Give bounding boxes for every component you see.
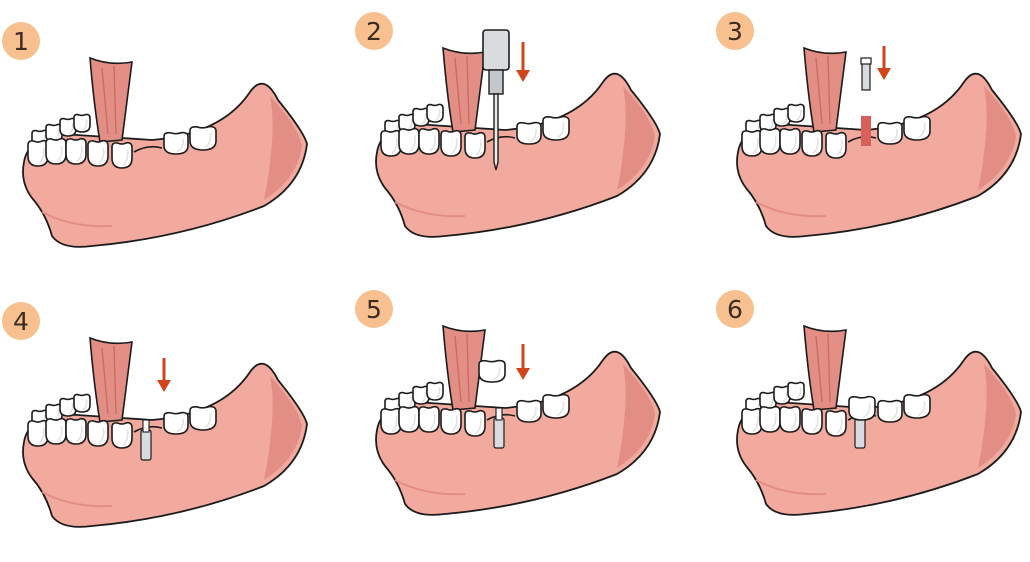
molar-2 xyxy=(399,407,419,432)
back-tooth-4 xyxy=(788,104,804,122)
step-number-badge: 4 xyxy=(2,302,40,340)
molar-4 xyxy=(88,141,108,166)
drilled-socket xyxy=(861,116,871,146)
ramus xyxy=(804,48,846,132)
back-tooth-4 xyxy=(427,104,443,122)
molar-2 xyxy=(760,407,780,432)
molar-1 xyxy=(381,131,401,156)
molar-1 xyxy=(381,409,401,434)
premolar-1 xyxy=(878,401,902,422)
molar-2 xyxy=(46,419,66,444)
back-tooth-4 xyxy=(788,382,804,400)
molar-1 xyxy=(742,409,762,434)
down-arrow-icon xyxy=(157,358,171,392)
molar-5 xyxy=(465,411,485,436)
molar-3 xyxy=(419,407,439,432)
step-panel-1: 1 xyxy=(2,22,342,282)
jaw-illustration xyxy=(716,290,1030,530)
premolar-1 xyxy=(878,123,902,144)
premolar-2 xyxy=(904,395,930,418)
crown xyxy=(479,361,505,382)
ramus xyxy=(90,58,132,142)
molar-4 xyxy=(802,409,822,434)
ramus xyxy=(90,338,132,422)
step-panel-5: 5 xyxy=(355,290,695,550)
step-number-badge: 6 xyxy=(716,290,754,328)
abutment xyxy=(143,420,149,432)
premolar-1 xyxy=(164,133,188,154)
molar-5 xyxy=(826,411,846,436)
implant-screw xyxy=(861,58,871,90)
jaw-illustration xyxy=(2,302,322,542)
down-arrow-icon xyxy=(516,42,530,82)
molar-3 xyxy=(66,419,86,444)
step-number-badge: 2 xyxy=(355,12,393,50)
molar-3 xyxy=(419,129,439,154)
molar-4 xyxy=(802,131,822,156)
ramus xyxy=(443,48,485,132)
implant-post xyxy=(855,418,865,448)
premolar-2 xyxy=(190,127,216,150)
molar-4 xyxy=(441,409,461,434)
molar-1 xyxy=(742,131,762,156)
step-panel-3: 3 xyxy=(716,12,1030,272)
implant-post xyxy=(141,430,151,460)
premolar-2 xyxy=(904,117,930,140)
premolar-2 xyxy=(543,117,569,140)
premolar-1 xyxy=(517,123,541,144)
molar-4 xyxy=(441,131,461,156)
molar-2 xyxy=(399,129,419,154)
step-number-badge: 3 xyxy=(716,12,754,50)
step-panel-2: 2 xyxy=(355,12,695,272)
jaw-illustration xyxy=(2,22,322,262)
premolar-1 xyxy=(164,413,188,434)
abutment xyxy=(496,408,502,420)
molar-3 xyxy=(780,129,800,154)
back-tooth-4 xyxy=(427,382,443,400)
molar-5 xyxy=(112,143,132,168)
crown-placed xyxy=(849,397,875,420)
premolar-1 xyxy=(517,401,541,422)
molar-3 xyxy=(66,139,86,164)
step-panel-6: 6 xyxy=(716,290,1030,550)
down-arrow-icon xyxy=(877,46,891,80)
step-number-badge: 5 xyxy=(355,290,393,328)
back-tooth-4 xyxy=(74,394,90,412)
premolar-2 xyxy=(543,395,569,418)
step-number-badge: 1 xyxy=(2,22,40,60)
molar-5 xyxy=(465,133,485,158)
jaw-illustration xyxy=(355,290,675,530)
down-arrow-icon xyxy=(516,344,530,380)
ramus xyxy=(804,326,846,410)
molar-2 xyxy=(46,139,66,164)
molar-3 xyxy=(780,407,800,432)
molar-2 xyxy=(760,129,780,154)
step-panel-4: 4 xyxy=(2,302,342,562)
molar-1 xyxy=(28,421,48,446)
molar-5 xyxy=(826,133,846,158)
premolar-2 xyxy=(190,407,216,430)
molar-1 xyxy=(28,141,48,166)
molar-4 xyxy=(88,421,108,446)
jaw-illustration xyxy=(355,12,675,252)
molar-5 xyxy=(112,423,132,448)
implant-post xyxy=(494,418,504,448)
back-tooth-4 xyxy=(74,114,90,132)
jaw-illustration xyxy=(716,12,1030,252)
